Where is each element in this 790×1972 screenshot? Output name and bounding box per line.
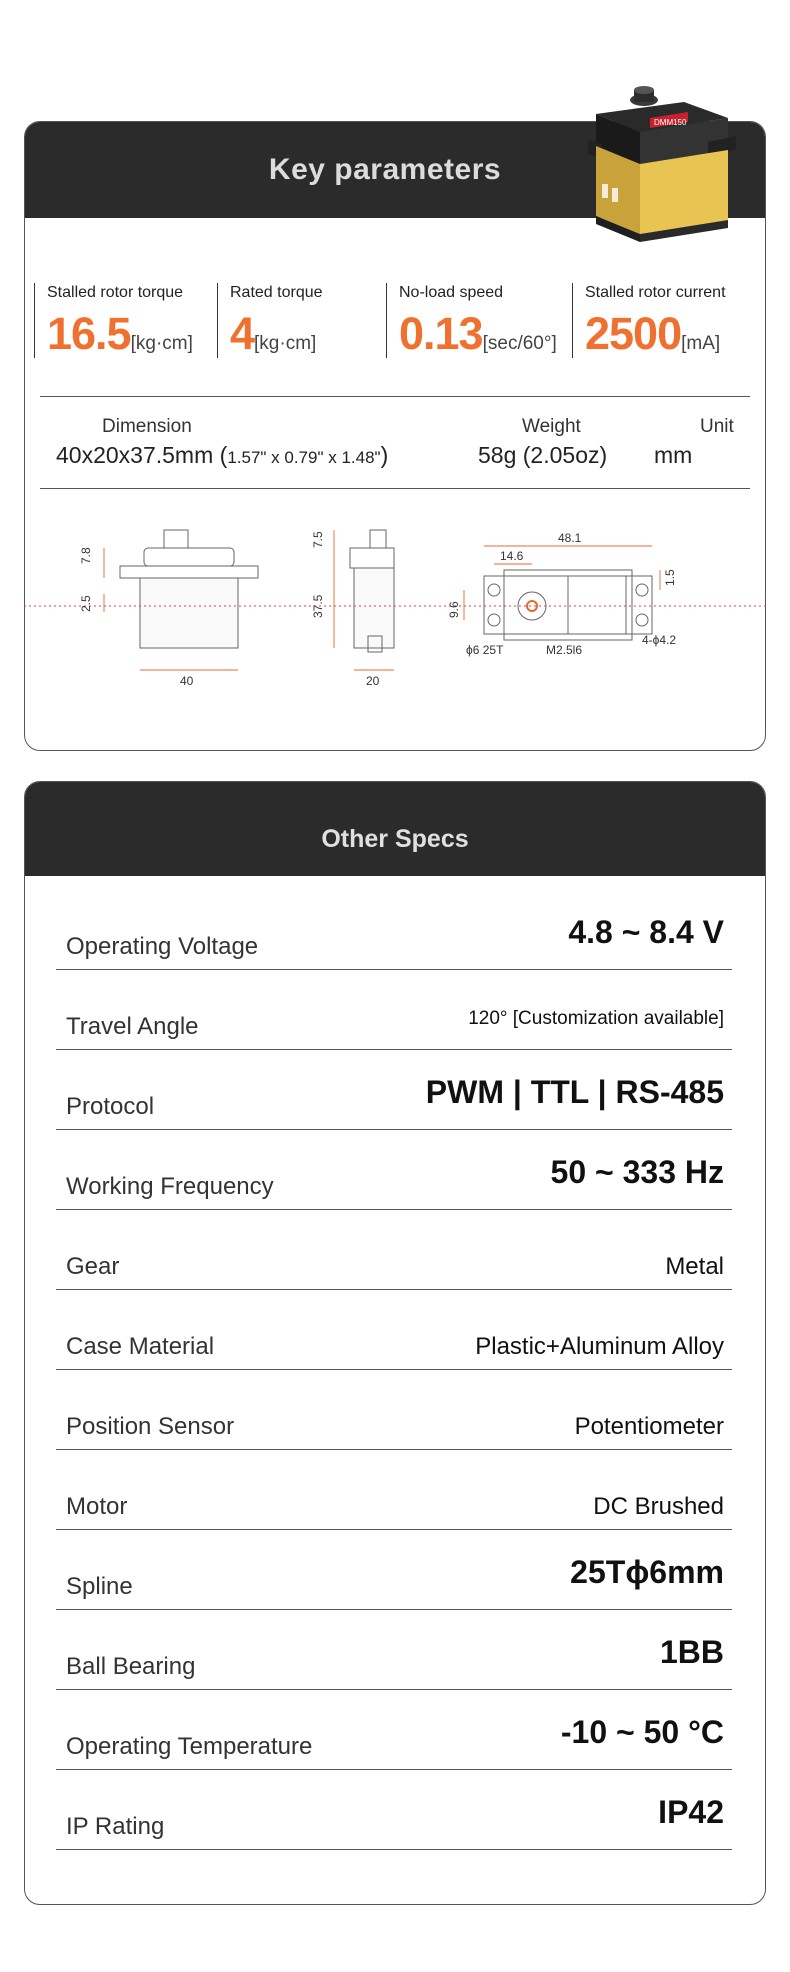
stat-rated-torque: Rated torque 4[kg·cm] [217,283,323,359]
key-parameters-title: Key parameters [268,153,502,186]
key-stats-row: Stalled rotor torque 16.5[kg·cm] Rated t… [24,283,766,363]
dimension-value: 40x20x37.5mm (1.57" x 0.79" x 1.48") [56,442,388,469]
stat-value: 2500 [585,308,682,359]
spec-row-working-frequency: Working Frequency 50 ~ 333 Hz [56,1130,732,1210]
dimension-label: Dimension [102,416,192,437]
dim-side-width: 20 [366,674,380,688]
spec-row-ball-bearing: Ball Bearing 1BB [56,1610,732,1690]
other-specs-card: Other Specs [24,781,766,1905]
spec-list: Operating Voltage 4.8 ~ 8.4 V Travel Ang… [56,890,732,1850]
dim-top-length: 48.1 [558,531,582,545]
dimension-close: ) [380,442,389,468]
weight-label: Weight [522,416,581,437]
spec-value: Plastic+Aluminum Alloy [475,1333,724,1360]
spec-value: 25Tϕ6mm [570,1554,724,1590]
spec-label: Motor [66,1493,128,1520]
servo-label-text: DMM150 [654,118,687,127]
dim-holes: 4-ϕ4.2 [642,633,676,647]
spec-row-operating-voltage: Operating Voltage 4.8 ~ 8.4 V [56,890,732,970]
spec-row-spline: Spline 25Tϕ6mm [56,1530,732,1610]
spec-value: DC Brushed [593,1493,724,1520]
unit-value: mm [654,442,693,468]
dim-side-height: 37.5 [311,594,325,618]
spec-row-motor: Motor DC Brushed [56,1450,732,1530]
stat-unit: [mA] [681,333,721,354]
spec-row-position-sensor: Position Sensor Potentiometer [56,1370,732,1450]
weight-value: 58g (2.05oz) [478,442,608,468]
spec-label: Protocol [66,1093,155,1120]
dim-spline: ϕ6 25T [466,643,504,657]
spec-value: -10 ~ 50 °C [560,1714,724,1750]
spec-row-travel-angle: Travel Angle 120° [Customization availab… [56,970,732,1050]
stat-label: Stalled rotor current [585,284,726,301]
spec-label: Travel Angle [66,1013,199,1040]
unit-label: Unit [700,416,734,437]
dim-side-top: 7.5 [311,531,325,548]
dim-front-height: 7.8 [79,547,93,564]
spec-label: Spline [66,1573,133,1600]
spec-value: IP42 [658,1794,724,1830]
stat-label: No-load speed [399,284,504,301]
stat-no-load-speed: No-load speed 0.13[sec/60°] [386,283,557,359]
other-specs-title: Other Specs [321,824,469,853]
spec-value: 50 ~ 333 Hz [550,1154,724,1190]
spec-value: Metal [665,1253,724,1280]
spec-label: Working Frequency [66,1173,274,1200]
divider [40,396,750,397]
dim-front-width: 40 [180,674,194,688]
dim-top-right: 1.5 [663,569,677,586]
spec-value: 1BB [659,1634,724,1670]
spec-row-case-material: Case Material Plastic+Aluminum Alloy [56,1290,732,1370]
spec-value: Potentiometer [574,1413,724,1440]
stat-unit: [kg·cm] [254,333,317,354]
dim-hole-spacing: 9.6 [447,601,461,618]
stat-stalled-current: Stalled rotor current 2500[mA] [572,283,726,359]
spec-row-protocol: Protocol PWM | TTL | RS-485 [56,1050,732,1130]
technical-drawing: 7.8 2.5 40 7.5 37.5 20 48.1 14.6 1.5 9.6… [24,529,766,688]
stat-unit: [kg·cm] [130,333,193,354]
other-specs-header: Other Specs [25,782,765,876]
stat-stalled-torque: Stalled rotor torque 16.5[kg·cm] [34,283,193,359]
stat-value: 4 [230,308,255,359]
divider [40,488,750,489]
spec-label: Operating Voltage [66,933,259,960]
stat-label: Rated torque [230,284,323,301]
stat-value: 16.5 [47,308,132,359]
spec-label: Ball Bearing [66,1653,196,1680]
spec-value: PWM | TTL | RS-485 [425,1074,724,1110]
dim-screw: M2.5l6 [546,643,582,657]
dimension-inch: 1.57" x 0.79" x 1.48" [227,448,381,467]
dim-front-offset: 2.5 [79,595,93,612]
spec-label: Position Sensor [66,1413,235,1440]
spec-row-operating-temperature: Operating Temperature -10 ~ 50 °C [56,1690,732,1770]
dimension-row: Dimension 40x20x37.5mm (1.57" x 0.79" x … [24,416,766,476]
spec-label: Gear [66,1253,120,1280]
stat-value: 0.13 [399,308,484,359]
stat-unit: [sec/60°] [482,333,557,354]
spec-value: 4.8 ~ 8.4 V [568,914,724,950]
spec-row-ip-rating: IP Rating IP42 [56,1770,732,1850]
spec-label: IP Rating [66,1813,165,1840]
spec-value: 120° [Customization available] [468,1008,724,1029]
spec-label: Case Material [66,1333,215,1360]
dim-top-offset: 14.6 [500,549,524,563]
stat-label: Stalled rotor torque [47,284,184,301]
spec-row-gear: Gear Metal [56,1210,732,1290]
servo-product-image: DMM150 [588,86,736,242]
spec-label: Operating Temperature [66,1733,313,1760]
dimension-mm: 40x20x37.5mm ( [56,442,228,468]
